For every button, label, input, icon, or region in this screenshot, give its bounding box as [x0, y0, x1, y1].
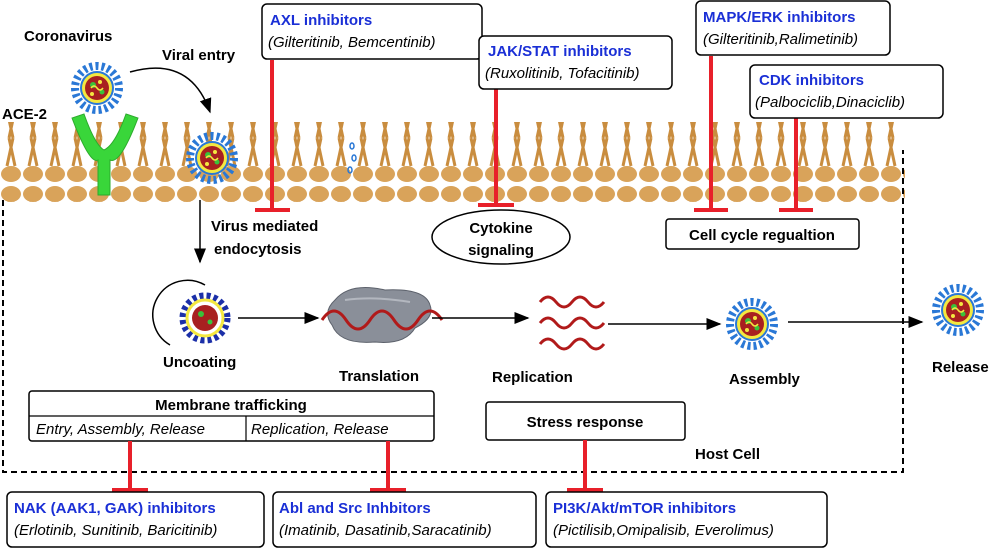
ace2-receptor-icon	[71, 113, 139, 196]
membrane-fragment-icon	[347, 142, 357, 174]
jak-inhibitor-drugs: (Ruxolitinib, Tofacitinib)	[485, 65, 640, 82]
endocytosis-label-2: endocytosis	[214, 241, 302, 258]
translation-label: Translation	[339, 368, 419, 385]
host-cell-label: Host Cell	[695, 446, 760, 463]
assembled-virus-icon	[730, 302, 774, 346]
membrane-trafficking-right: Replication, Release	[251, 421, 389, 438]
nak-inhibitor-card: NAK (AAK1, GAK) inhibitors (Erlotinib, S…	[6, 491, 265, 548]
endocytosis-label-1: Virus mediated	[211, 218, 318, 235]
cytokine-signaling-node	[431, 209, 571, 265]
host-cell-boundary	[2, 150, 904, 473]
abl-inhibitor-title: Abl and Src Inhbitors	[279, 500, 431, 517]
mrna-strand-icon	[320, 309, 444, 331]
pi3k-inhibitor-title: PI3K/Akt/mTOR inhibitors	[553, 500, 736, 517]
cdk-inhibitor-card: CDK inhibitors (Palbociclib,Dinaciclib)	[749, 64, 944, 119]
cdk-inhibitor-drugs: (Palbociclib,Dinaciclib)	[755, 94, 905, 111]
mapk-inhibitor-title: MAPK/ERK inhibitors	[703, 9, 856, 26]
jak-inhibitor-card: JAK/STAT inhibitors (Ruxolitinib, Tofaci…	[478, 35, 673, 90]
released-virus-icon	[936, 288, 980, 332]
abl-inhibitor-drugs: (Imatinib, Dasatinib,Saracatinib)	[279, 522, 492, 539]
coronavirus-icon	[75, 66, 119, 110]
viral-entry-arrow	[129, 67, 212, 114]
release-label: Release	[932, 359, 989, 376]
axl-inhibitor-title: AXL inhibitors	[270, 12, 372, 29]
cytokine-label-1: Cytokine	[469, 220, 532, 237]
abl-inhibitor-card: Abl and Src Inhbitors (Imatinib, Dasatin…	[272, 491, 537, 548]
cdk-inhibitor-title: CDK inhibitors	[759, 72, 864, 89]
coronavirus-label: Coronavirus	[24, 28, 112, 45]
uncoating-label: Uncoating	[163, 354, 236, 371]
nak-inhibitor-drugs: (Erlotinib, Sunitinib, Baricitinib)	[14, 522, 217, 539]
replicated-rna-icon	[538, 295, 606, 351]
cell-cycle-label: Cell cycle regualtion	[689, 227, 835, 244]
membrane-trafficking-title: Membrane trafficking	[155, 397, 307, 414]
mapk-inhibitor-card: MAPK/ERK inhibitors (Gilteritinib,Ralime…	[695, 0, 891, 56]
stress-response-label: Stress response	[527, 414, 644, 431]
cytokine-label-2: signaling	[468, 242, 534, 259]
axl-inhibitor-card: AXL inhibitors (Gilteritinib, Bemcentini…	[261, 3, 483, 60]
ace2-label: ACE-2	[2, 106, 47, 123]
membrane-trafficking-left: Entry, Assembly, Release	[36, 421, 205, 438]
jak-inhibitor-title: JAK/STAT inhibitors	[488, 43, 632, 60]
pi3k-inhibitor-card: PI3K/Akt/mTOR inhibitors (Pictilisib,Omi…	[545, 491, 828, 548]
uncoating-virus-icon	[152, 279, 231, 346]
assembly-label: Assembly	[729, 371, 801, 388]
mapk-inhibitor-drugs: (Gilteritinib,Ralimetinib)	[703, 31, 858, 48]
replication-label: Replication	[492, 369, 573, 386]
cell-cycle-box	[665, 218, 860, 250]
viral-entry-label: Viral entry	[162, 47, 236, 64]
nak-inhibitor-title: NAK (AAK1, GAK) inhibitors	[14, 500, 216, 517]
cell-membrane	[0, 122, 905, 202]
axl-inhibitor-drugs: (Gilteritinib, Bemcentinib)	[268, 34, 436, 51]
inhibition-lines	[112, 56, 813, 492]
pi3k-inhibitor-drugs: (Pictilisib,Omipalisib, Everolimus)	[553, 522, 774, 539]
